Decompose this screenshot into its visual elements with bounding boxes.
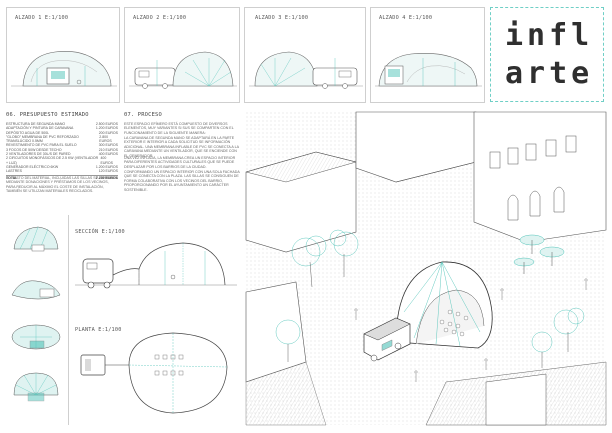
thumbnail-1 [13,226,59,252]
budget-row: 2 CIRCUITOS MONOFÁSICOS DE 2.5 KW (VENTI… [6,156,113,165]
elevation-1-drawing [11,51,117,87]
logo-line-2: arte [505,56,594,91]
elevation-2-label: ALZADO 2 E:1/100 [133,15,187,21]
process-paragraph-4: CONFORMANDO UN ESPACIO INTERIOR CON UNA … [124,170,240,192]
budget-title: 06. PRESUPUESTO ESTIMADO [6,112,89,118]
caravan [363,317,411,362]
elevation-2-drawing [129,51,237,89]
elevation-panel-1: ALZADO 1 E:1/100 [6,7,120,103]
axonometric-view [245,111,607,426]
process-panel: 07. PROCESO ESTE ESPACIO EFÍMERO ESTÁ CO… [124,112,242,212]
logo-line-1: infl [505,18,594,53]
budget-note: EL RESTO DEL MATERIAL, INCLUIDAS LAS SIL… [6,176,118,194]
elevation-1-label: ALZADO 1 E:1/100 [15,15,69,21]
elevation-panel-4: ALZADO 4 E:1/100 [370,7,485,103]
project-logo: infl arte [490,7,604,102]
elevation-panel-2: ALZADO 2 E:1/100 [124,7,240,103]
process-paragraph-1: ESTE ESPACIO EFÍMERO ESTÁ COMPUESTO DE D… [124,122,234,135]
elevation-panel-3: ALZADO 3 E:1/100 [244,7,366,103]
section-label: SECCIÓN E:1/100 [75,229,125,235]
inflatable-dome [395,261,493,349]
thumbnail-3 [11,324,61,350]
thumbnail-panel [6,215,66,425]
elevation-4-label: ALZADO 4 E:1/100 [379,15,433,21]
plan-drawing [80,332,228,414]
thumbnail-2 [11,280,61,300]
process-title: 07. PROCESO [124,112,162,118]
thumbnail-4 [13,372,59,402]
elevation-4-drawing [375,53,482,87]
thumbnail-drawings [11,226,61,402]
elevation-3-label: ALZADO 3 E:1/100 [255,15,309,21]
people-figures [354,278,588,382]
process-paragraph-2: LA CARAVANA DE SEGUNDA MANO SE ADAPTARÁ … [124,136,239,158]
plan-label: PLANTA E:1/100 [75,327,122,333]
axonometric-drawing [245,111,607,426]
budget-panel: 06. PRESUPUESTO ESTIMADO ESTRUCTURA DE S… [6,112,120,212]
section-plan-panel: SECCIÓN E:1/100 PLANTA E:1/100 [68,215,242,425]
elevation-3-drawing [249,51,363,89]
terrace-umbrellas [513,234,565,274]
section-drawing [75,242,237,289]
budget-row: "GLOBO" MEMBRANA DE PVC REFORZADO TRANSL… [6,134,112,144]
process-paragraph-3: UNA VEZ INFLADA, LA MEMBRANA CREA UN ESP… [124,156,236,169]
